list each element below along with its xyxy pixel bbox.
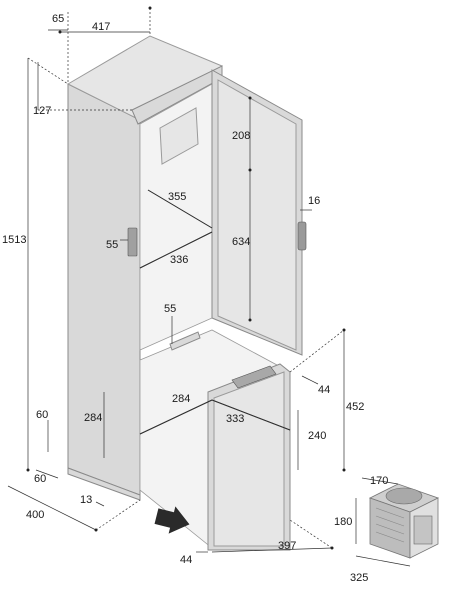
dim-line-60-depth bbox=[35, 469, 59, 479]
dim-line-333 bbox=[211, 399, 291, 431]
dim-dot bbox=[330, 546, 334, 550]
unit-grille bbox=[375, 507, 405, 543]
label-55-light: 55 bbox=[164, 303, 176, 315]
label-634: 634 bbox=[232, 236, 250, 248]
dim-line-44-right bbox=[301, 375, 319, 385]
label-397: 397 bbox=[278, 540, 296, 552]
label-1513: 1513 bbox=[2, 234, 26, 246]
dim-line-397 bbox=[211, 547, 333, 553]
dim-ext-1513-top bbox=[27, 57, 69, 85]
interior-light bbox=[169, 331, 201, 351]
label-60-depth: 60 bbox=[34, 473, 46, 485]
dim-line-355 bbox=[147, 189, 213, 229]
dim-line-284-width bbox=[139, 399, 213, 435]
cabinet-side-hinge bbox=[127, 227, 138, 257]
drawer-front bbox=[207, 363, 291, 551]
label-44-right: 44 bbox=[318, 384, 330, 396]
dim-dot bbox=[248, 96, 252, 100]
label-452: 452 bbox=[346, 401, 364, 413]
dim-dot bbox=[94, 528, 98, 532]
dimension-lines bbox=[7, 8, 345, 553]
dim-line-400 bbox=[7, 485, 97, 531]
label-240: 240 bbox=[308, 430, 326, 442]
label-127: 127 bbox=[33, 105, 51, 117]
label-13: 13 bbox=[80, 494, 92, 506]
dim-line-336 bbox=[139, 231, 213, 269]
drawer-front-inner bbox=[213, 371, 285, 547]
dim-dot bbox=[248, 168, 252, 172]
dim-dot bbox=[342, 328, 346, 332]
label-417: 417 bbox=[92, 21, 110, 33]
label-284-width: 284 bbox=[172, 393, 190, 405]
dim-dot bbox=[58, 30, 62, 34]
upper-door-handle bbox=[297, 221, 307, 251]
dim-line-13 bbox=[95, 501, 105, 507]
label-170: 170 bbox=[370, 475, 388, 487]
dim-dot bbox=[342, 468, 346, 472]
dimension-labels: 65 417 127 1513 208 355 16 634 55 336 55… bbox=[2, 13, 388, 584]
label-60-height: 60 bbox=[36, 409, 48, 421]
dim-dot bbox=[248, 318, 252, 322]
label-180: 180 bbox=[334, 516, 352, 528]
dimension-terminators bbox=[26, 6, 346, 550]
dim-ext-452-top bbox=[289, 329, 345, 373]
label-336: 336 bbox=[170, 254, 188, 266]
label-16: 16 bbox=[308, 195, 320, 207]
dim-line-170 bbox=[361, 477, 399, 485]
label-55-hinge: 55 bbox=[106, 239, 118, 251]
dim-ext-397 bbox=[289, 519, 333, 549]
label-65: 65 bbox=[52, 13, 64, 25]
dim-dot bbox=[26, 468, 30, 472]
dim-line-325 bbox=[355, 555, 411, 567]
label-208: 208 bbox=[232, 130, 250, 142]
unit-panel bbox=[413, 515, 433, 545]
label-284-height: 284 bbox=[84, 412, 102, 424]
drawer-handle bbox=[231, 365, 277, 389]
dim-ext-400 bbox=[95, 499, 141, 531]
label-44-bottom: 44 bbox=[180, 554, 192, 566]
dim-dot bbox=[148, 6, 152, 10]
upper-door-inner bbox=[217, 79, 297, 351]
unit-fan bbox=[385, 487, 423, 505]
label-333: 333 bbox=[226, 413, 244, 425]
label-400: 400 bbox=[26, 509, 44, 521]
arrow-right-icon bbox=[154, 506, 190, 534]
compressor-unit-icon bbox=[355, 477, 440, 567]
upper-door bbox=[211, 69, 307, 356]
label-355: 355 bbox=[168, 191, 186, 203]
freezer-flap bbox=[159, 107, 199, 165]
label-325: 325 bbox=[350, 572, 368, 584]
